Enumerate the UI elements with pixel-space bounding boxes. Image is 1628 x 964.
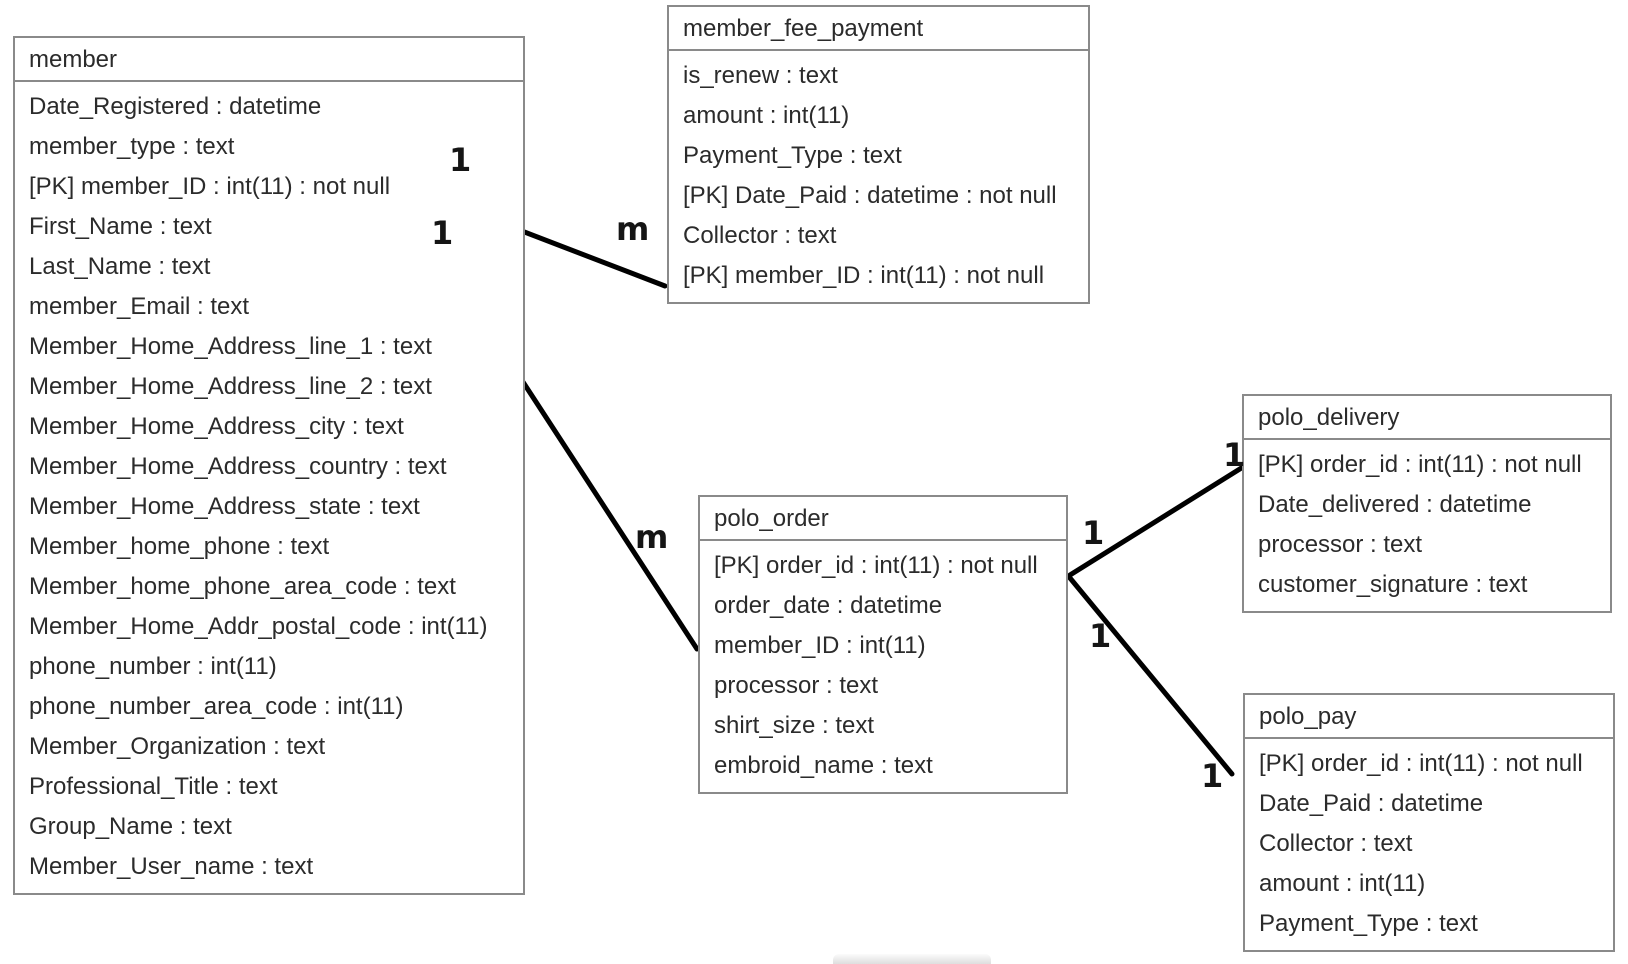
field-row: Last_Name : text bbox=[29, 253, 211, 280]
cropped-element-bottom bbox=[833, 954, 991, 964]
field-row: is_renew : text bbox=[683, 62, 838, 89]
multiplicity-label-polo-order-1-pay: 1 bbox=[1089, 617, 1112, 655]
field-row: amount : int(11) bbox=[683, 102, 850, 129]
field-row: member_Email : text bbox=[29, 293, 250, 320]
multiplicity-label-polo-pay-1: 1 bbox=[1201, 757, 1224, 795]
field-row: phone_number_area_code : int(11) bbox=[29, 693, 404, 720]
field-row: amount : int(11) bbox=[1259, 870, 1426, 897]
field-row: shirt_size : text bbox=[714, 712, 875, 739]
field-row: Date_delivered : datetime bbox=[1258, 491, 1532, 518]
field-row: processor : text bbox=[714, 672, 879, 699]
field-row: [PK] member_ID : int(11) : not null bbox=[29, 173, 391, 200]
field-row: Member_Home_Address_line_2 : text bbox=[29, 373, 432, 400]
multiplicity-label-polo-order-m: m bbox=[635, 518, 669, 556]
multiplicity-label-member-1b: 1 bbox=[431, 214, 454, 252]
multiplicity-label-polo-delivery-1: 1 bbox=[1223, 436, 1246, 474]
multiplicity-label-member-fee-payment-m: m bbox=[616, 210, 650, 248]
field-row: First_Name : text bbox=[29, 213, 212, 240]
entity-member-fields: Date_Registered : datetime member_type :… bbox=[15, 82, 523, 893]
field-row: Member_Home_Addr_postal_code : int(11) bbox=[29, 613, 488, 640]
field-row: processor : text bbox=[1258, 531, 1423, 558]
field-row: Member_Home_Address_country : text bbox=[29, 453, 447, 480]
field-row: customer_signature : text bbox=[1258, 571, 1528, 598]
field-row: phone_number : int(11) bbox=[29, 653, 277, 680]
field-row: [PK] Date_Paid : datetime : not null bbox=[683, 182, 1057, 209]
relationship-line-polo-order-to-polo-pay bbox=[1067, 575, 1235, 777]
field-row: Member_Home_Address_state : text bbox=[29, 493, 420, 520]
field-row: Collector : text bbox=[683, 222, 837, 249]
field-row: [PK] order_id : int(11) : not null bbox=[1259, 750, 1583, 777]
field-row: Member_Home_Address_line_1 : text bbox=[29, 333, 432, 360]
entity-polo-delivery-fields: [PK] order_id : int(11) : not null Date_… bbox=[1244, 440, 1610, 611]
field-row: Group_Name : text bbox=[29, 813, 232, 840]
entity-member-title: member bbox=[15, 38, 523, 82]
field-row: embroid_name : text bbox=[714, 752, 933, 779]
field-row: Payment_Type : text bbox=[1259, 910, 1478, 937]
entity-polo-pay-title: polo_pay bbox=[1245, 695, 1613, 739]
field-row: Member_home_phone : text bbox=[29, 533, 330, 560]
field-row: member_ID : int(11) bbox=[714, 632, 926, 659]
entity-polo-order-title: polo_order bbox=[700, 497, 1066, 541]
field-row: Member_Home_Address_city : text bbox=[29, 413, 404, 440]
entity-polo-pay-fields: [PK] order_id : int(11) : not null Date_… bbox=[1245, 739, 1613, 950]
entity-member-fee-payment-fields: is_renew : text amount : int(11) Payment… bbox=[669, 51, 1088, 302]
entity-member-fee-payment-title: member_fee_payment bbox=[669, 7, 1088, 51]
entity-polo-order-fields: [PK] order_id : int(11) : not null order… bbox=[700, 541, 1066, 792]
field-row: Payment_Type : text bbox=[683, 142, 902, 169]
field-row: Collector : text bbox=[1259, 830, 1413, 857]
entity-polo-delivery-title: polo_delivery bbox=[1244, 396, 1610, 440]
multiplicity-label-polo-order-1-delivery: 1 bbox=[1082, 514, 1105, 552]
field-row: Member_home_phone_area_code : text bbox=[29, 573, 456, 600]
field-row: Date_Registered : datetime bbox=[29, 93, 322, 120]
field-row: Member_Organization : text bbox=[29, 733, 326, 760]
field-row: order_date : datetime bbox=[714, 592, 943, 619]
entity-polo-delivery[interactable]: polo_delivery [PK] order_id : int(11) : … bbox=[1242, 394, 1612, 613]
field-row: Professional_Title : text bbox=[29, 773, 278, 800]
entity-polo-pay[interactable]: polo_pay [PK] order_id : int(11) : not n… bbox=[1243, 693, 1615, 952]
field-row: [PK] member_ID : int(11) : not null bbox=[683, 262, 1045, 289]
field-row: member_type : text bbox=[29, 133, 235, 160]
entity-polo-order[interactable]: polo_order [PK] order_id : int(11) : not… bbox=[698, 495, 1068, 794]
entity-member[interactable]: member Date_Registered : datetime member… bbox=[13, 36, 525, 895]
relationship-line-polo-order-to-polo-delivery bbox=[1067, 464, 1246, 578]
field-row: Date_Paid : datetime bbox=[1259, 790, 1484, 817]
entity-member-fee-payment[interactable]: member_fee_payment is_renew : text amoun… bbox=[667, 5, 1090, 304]
multiplicity-label-member-1: 1 bbox=[449, 141, 472, 179]
field-row: Member_User_name : text bbox=[29, 853, 314, 880]
field-row: [PK] order_id : int(11) : not null bbox=[714, 552, 1038, 579]
field-row: [PK] order_id : int(11) : not null bbox=[1258, 451, 1582, 478]
